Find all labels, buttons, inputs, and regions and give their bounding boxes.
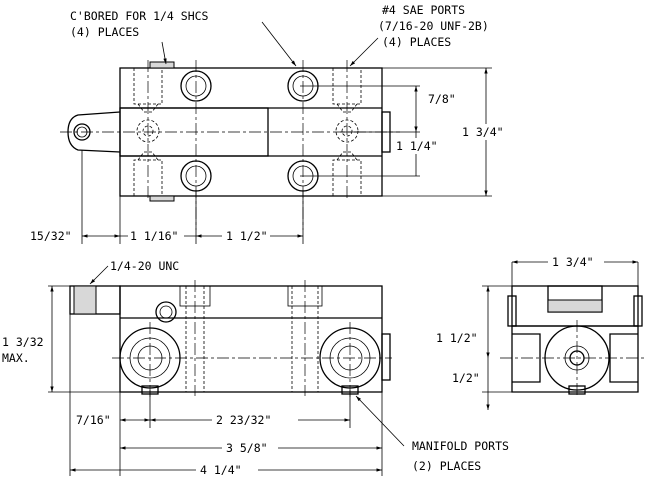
manifold-note-line2: (2) PLACES xyxy=(412,459,481,473)
dim-7-8: 7/8" xyxy=(428,92,456,106)
unc-note: 1/4-20 UNC xyxy=(110,259,179,273)
dim-4-1-4: 4 1/4" xyxy=(200,463,242,477)
dim-1-1-2-top: 1 1/2" xyxy=(226,229,268,243)
small-port xyxy=(155,301,177,323)
top-view xyxy=(60,21,492,244)
dim-7-16: 7/16" xyxy=(76,413,111,427)
manifold-note-line1: MANIFOLD PORTS xyxy=(412,439,509,453)
dim-1-1-2-side: 1 1/2" xyxy=(436,331,478,345)
dim-1-3-32: 1 3/32 xyxy=(2,335,44,349)
dim-1-2-side: 1/2" xyxy=(452,371,480,385)
dim-1-3-4-side: 1 3/4" xyxy=(552,255,594,269)
dim-1-1-16: 1 1/16" xyxy=(130,229,178,243)
sae-note-line3: (4) PLACES xyxy=(382,35,451,49)
sae-note-line2: (7/16-20 UNF-2B) xyxy=(378,19,489,33)
labels: C'BORED FOR 1/4 SHCS (4) PLACES #4 SAE P… xyxy=(0,3,604,478)
cbore-note-line2: (4) PLACES xyxy=(70,25,139,39)
dim-2-23-32: 2 23/32" xyxy=(216,413,271,427)
dim-15-32: 15/32" xyxy=(30,229,72,243)
side-view xyxy=(482,260,646,410)
dim-1-3-4-top: 1 3/4" xyxy=(462,125,504,139)
front-end-boss xyxy=(381,333,391,381)
dim-max: MAX. xyxy=(2,351,30,365)
side-lower-body xyxy=(511,325,639,393)
dim-1-1-4-top: 1 1/4" xyxy=(396,139,438,153)
dim-3-5-8: 3 5/8" xyxy=(226,441,268,455)
sae-note-line1: #4 SAE PORTS xyxy=(382,3,465,17)
cbore-note-line1: C'BORED FOR 1/4 SHCS xyxy=(70,9,209,23)
